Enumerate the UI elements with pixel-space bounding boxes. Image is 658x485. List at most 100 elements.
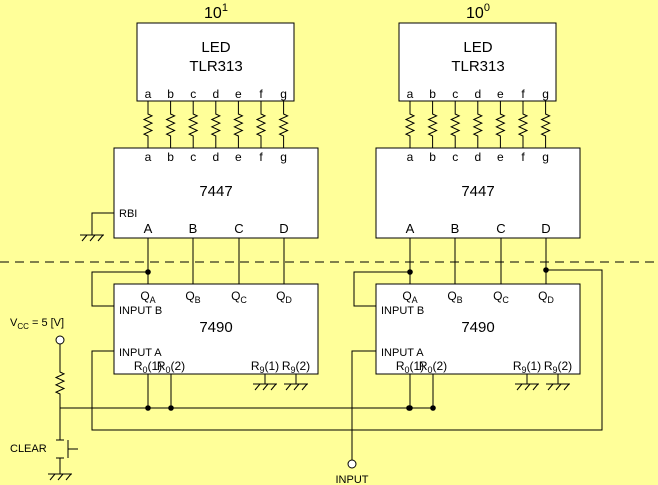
counter-output-qd: QD (538, 289, 554, 305)
segment-resistor-f (255, 110, 267, 140)
decoder-7447 (375, 147, 581, 239)
junction-dot (406, 405, 412, 411)
decoder-pin-b: b (429, 150, 436, 164)
counter-7490 (375, 283, 581, 375)
led-pin-d: d (212, 87, 219, 101)
counter-input-a-pin: INPUT A (381, 347, 424, 359)
decoder-rbi-pin: RBI (119, 208, 137, 220)
segment-resistor-d (472, 110, 484, 140)
decoder-pin-e: e (235, 150, 242, 164)
ground-icon (546, 383, 570, 391)
segment-resistor-g (540, 110, 551, 140)
led-pin-f: f (521, 87, 525, 101)
pullup-resistor (54, 368, 66, 398)
counter-output-qc: QC (493, 289, 509, 305)
counter-reset-pin: R0(1) (396, 359, 424, 375)
decoder-input-b: B (451, 221, 460, 236)
counter-reset-pin: R9(2) (544, 359, 572, 375)
counter-reset-pin: R0(2) (419, 359, 447, 375)
decoder-input-c: C (496, 221, 505, 236)
led-pin-e: e (497, 87, 504, 101)
counter-output-qd: QD (276, 289, 292, 305)
decoder-pin-g: g (542, 150, 549, 164)
led-label: LED (463, 39, 492, 56)
vcc-label: VCC = 5 [V] (10, 317, 64, 331)
ground-icon (80, 234, 104, 242)
segment-resistor-a (404, 110, 416, 140)
decoder-7447 (113, 147, 319, 239)
decoder-input-b: B (189, 221, 198, 236)
ground-icon (48, 473, 72, 481)
segment-resistor-c (449, 110, 461, 140)
counter-output-qb: QB (185, 289, 200, 305)
decoder-input-d: D (279, 221, 288, 236)
led-pin-a: a (407, 87, 414, 101)
counter-part-number: 7490 (199, 319, 232, 336)
decoder-input-d: D (541, 221, 550, 236)
led-display (398, 22, 557, 102)
counter-reset-pin: R0(2) (157, 359, 185, 375)
decoder-pin-d: d (212, 150, 219, 164)
led-part-number: TLR313 (451, 58, 504, 75)
decoder-pin-f: f (259, 150, 263, 164)
segment-resistor-c (187, 110, 199, 140)
vcc-supply: VCC = 5 [V] (10, 317, 66, 440)
led-part-number: TLR313 (189, 58, 242, 75)
decoder-pin-b: b (167, 150, 174, 164)
counter-reset-pin: R9(2) (282, 359, 310, 375)
led-pin-c: c (452, 87, 458, 101)
ground-icon (515, 383, 539, 391)
segment-resistor-f (517, 110, 529, 140)
decoder-input-c: C (234, 221, 243, 236)
decoder-pin-e: e (497, 150, 504, 164)
led-pin-c: c (190, 87, 196, 101)
counter-input-b-pin: INPUT B (381, 305, 424, 317)
segment-resistor-d (210, 110, 222, 140)
counter-output-qb: QB (447, 289, 462, 305)
wiring: INPUT (60, 267, 603, 485)
segment-resistor-b (427, 110, 438, 140)
place-value-label: 100 (466, 2, 490, 22)
ground-icon (284, 383, 308, 391)
led-label: LED (201, 39, 230, 56)
led-pin-a: a (145, 87, 152, 101)
led-pin-b: b (429, 87, 436, 101)
led-pin-g: g (542, 87, 549, 101)
led-pin-f: f (259, 87, 263, 101)
counter-output-qc: QC (231, 289, 247, 305)
counter-7490 (113, 283, 319, 375)
counter-reset-pin: R0(1) (134, 359, 162, 375)
decoder-pin-a: a (407, 150, 414, 164)
counter-output-qa: QA (140, 289, 155, 305)
clear-switch: CLEAR (10, 439, 78, 481)
counter-output-qa: QA (402, 289, 417, 305)
decoder-pin-f: f (521, 150, 525, 164)
input-label: INPUT (336, 474, 369, 485)
segment-resistor-e (233, 110, 244, 140)
led-pin-d: d (474, 87, 481, 101)
counter-reset-pin: R9(1) (513, 359, 541, 375)
decoder-pin-c: c (452, 150, 458, 164)
input-terminal (347, 459, 357, 469)
counter-input-a-pin: INPUT A (119, 347, 162, 359)
decoder-pin-g: g (280, 150, 287, 164)
segment-resistor-b (165, 110, 176, 140)
counter-input-b-pin: INPUT B (119, 305, 162, 317)
clear-label: CLEAR (10, 443, 47, 455)
led-display (136, 22, 295, 102)
segment-resistor-e (495, 110, 506, 140)
decoder-pin-d: d (474, 150, 481, 164)
counter-part-number: 7490 (461, 319, 494, 336)
place-value-label: 101 (204, 2, 228, 22)
segment-resistor-a (142, 110, 154, 140)
led-pin-e: e (235, 87, 242, 101)
ground-icon (253, 383, 277, 391)
led-pin-b: b (167, 87, 174, 101)
decoder-input-a: A (406, 221, 415, 236)
counter-reset-pin: R9(1) (251, 359, 279, 375)
vcc-terminal (55, 335, 65, 345)
decoder-pin-c: c (190, 150, 196, 164)
